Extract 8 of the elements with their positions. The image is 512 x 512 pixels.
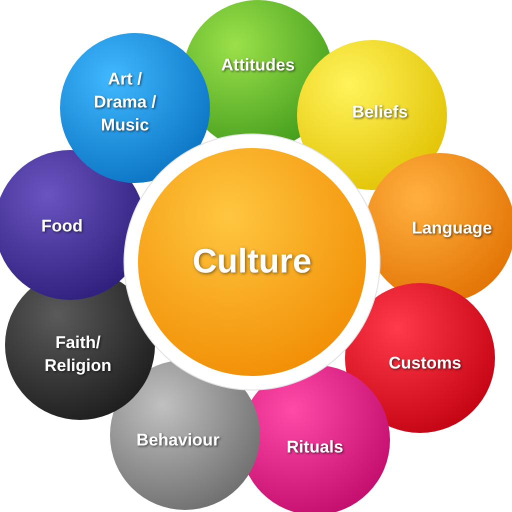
center-label: Culture xyxy=(192,236,312,288)
petal-label: Language xyxy=(397,216,507,240)
petal-label: Attitudes xyxy=(203,54,313,76)
petal-label: Behaviour xyxy=(123,428,233,452)
petal-label: Beliefs xyxy=(325,100,435,124)
petal-label: Rituals xyxy=(260,436,370,458)
petal-label: Food xyxy=(7,214,117,238)
petal-label: Customs xyxy=(370,352,480,374)
